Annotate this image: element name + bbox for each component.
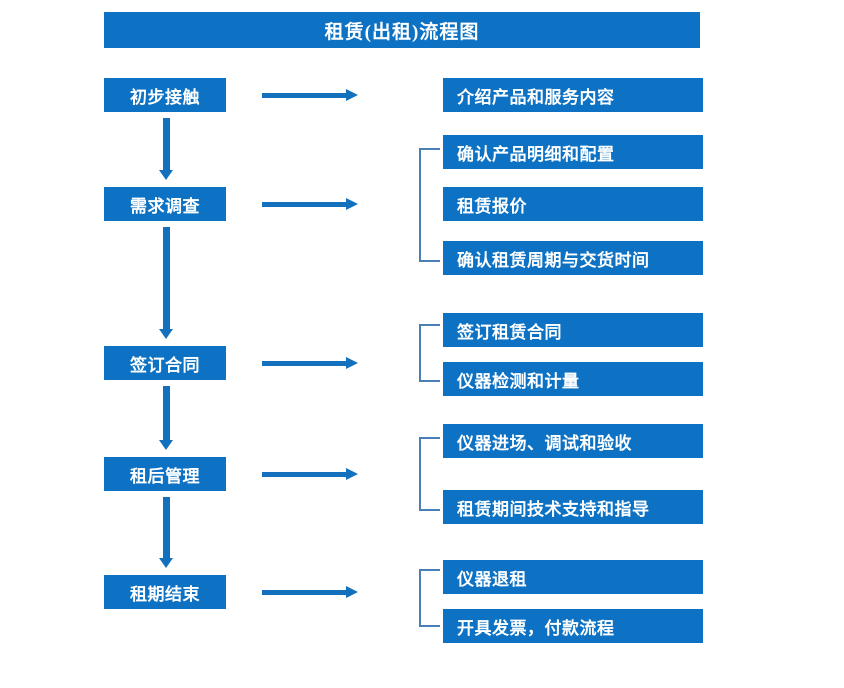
vertical-arrow-3 bbox=[158, 386, 174, 452]
detail-box-10[interactable]: 开具发票，付款流程 bbox=[443, 609, 703, 643]
horizontal-arrow-5 bbox=[262, 584, 362, 600]
horizontal-arrow-2 bbox=[262, 196, 362, 212]
vertical-arrow-2 bbox=[158, 227, 174, 341]
detail-box-7[interactable]: 仪器进场、调试和验收 bbox=[443, 424, 703, 458]
detail-box-6[interactable]: 仪器检测和计量 bbox=[443, 362, 703, 396]
group-bracket-4 bbox=[419, 569, 440, 627]
detail-box-4[interactable]: 确认租赁周期与交货时间 bbox=[443, 241, 703, 275]
detail-box-3[interactable]: 租赁报价 bbox=[443, 187, 703, 221]
stage-box-3[interactable]: 签订合同 bbox=[104, 346, 226, 380]
diagram-title: 租赁(出租)流程图 bbox=[104, 12, 700, 48]
stage-box-2[interactable]: 需求调查 bbox=[104, 187, 226, 221]
group-bracket-3 bbox=[419, 437, 440, 511]
stage-box-4[interactable]: 租后管理 bbox=[104, 457, 226, 491]
horizontal-arrow-3 bbox=[262, 355, 362, 371]
group-bracket-1 bbox=[419, 148, 440, 262]
detail-box-9[interactable]: 仪器退租 bbox=[443, 560, 703, 594]
horizontal-arrow-4 bbox=[262, 466, 362, 482]
detail-box-1[interactable]: 介绍产品和服务内容 bbox=[443, 78, 703, 112]
horizontal-arrow-1 bbox=[262, 87, 362, 103]
detail-box-2[interactable]: 确认产品明细和配置 bbox=[443, 135, 703, 169]
stage-box-5[interactable]: 租期结束 bbox=[104, 575, 226, 609]
vertical-arrow-4 bbox=[158, 497, 174, 570]
detail-box-5[interactable]: 签订租赁合同 bbox=[443, 313, 703, 347]
stage-box-1[interactable]: 初步接触 bbox=[104, 78, 226, 112]
group-bracket-2 bbox=[419, 324, 440, 382]
detail-box-8[interactable]: 租赁期间技术支持和指导 bbox=[443, 490, 703, 524]
vertical-arrow-1 bbox=[158, 118, 174, 182]
